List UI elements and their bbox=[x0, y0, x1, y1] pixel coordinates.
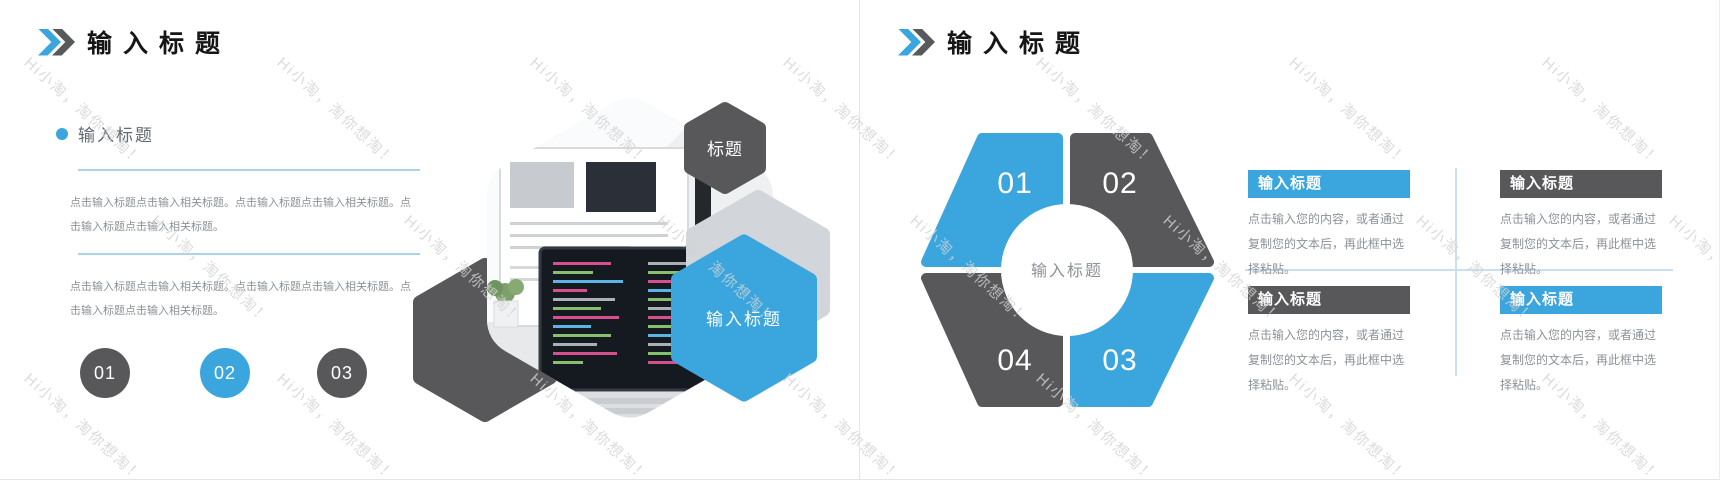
title-hexagon-shape[interactable] bbox=[684, 102, 766, 194]
step-label: 02 bbox=[213, 362, 237, 383]
blue-hexagon-shape[interactable] bbox=[671, 234, 817, 402]
card-body: 点击输入您的内容，或者通过复制您的文本后，再此框中选择粘贴。 bbox=[1500, 328, 1657, 392]
section-paragraph[interactable]: 点击输入标题点击输入相关标题。点击输入标题点击输入相关标题。点击输入标题点击输入… bbox=[70, 197, 411, 233]
slide-2[interactable]: 输入标题 01 02 04 03 输入标题 输入标题 点击输入您的内容，或者通过… bbox=[860, 0, 1720, 480]
card-divider-horizontal bbox=[1245, 269, 1673, 271]
content-card-1[interactable]: 输入标题 点击输入您的内容，或者通过复制您的文本后，再此框中选择粘贴。 bbox=[1248, 170, 1413, 282]
step-circle-02[interactable]: 02 bbox=[200, 348, 250, 398]
card-heading: 输入标题 bbox=[1500, 170, 1662, 198]
segment-03-number: 03 bbox=[1102, 344, 1137, 377]
slide-1[interactable]: 输入标题 输入标题 点击输入标题点击输入相关标题。点击输入标题点击输入相关标题。… bbox=[0, 0, 860, 480]
diagram-center-label[interactable]: 输入标题 bbox=[1031, 262, 1103, 280]
step-circle-03[interactable]: 03 bbox=[317, 348, 367, 398]
slide1-title-block: 输入标题 bbox=[38, 24, 231, 60]
section-divider bbox=[78, 253, 420, 255]
dot-icon bbox=[56, 128, 68, 140]
card-heading: 输入标题 bbox=[1248, 286, 1410, 314]
hexagon-small-label: 标题 bbox=[707, 140, 743, 159]
content-card-3[interactable]: 输入标题 点击输入您的内容，或者通过复制您的文本后，再此框中选择粘贴。 bbox=[1248, 286, 1413, 398]
slide1-title: 输入标题 bbox=[87, 30, 232, 58]
section-divider bbox=[78, 169, 420, 171]
cycle-diagram: 01 02 04 03 输入标题 bbox=[921, 133, 1214, 407]
content-card-4[interactable]: 输入标题 点击输入您的内容，或者通过复制您的文本后，再此框中选择粘贴。 bbox=[1500, 286, 1665, 398]
section-heading[interactable]: 输入标题 bbox=[78, 126, 154, 145]
content-card-2[interactable]: 输入标题 点击输入您的内容，或者通过复制您的文本后，再此框中选择粘贴。 bbox=[1500, 170, 1665, 282]
hexagon-photo-cluster: 标题 输入标题 bbox=[413, 98, 830, 422]
card-body: 点击输入您的内容，或者通过复制您的文本后，再此框中选择粘贴。 bbox=[1500, 212, 1657, 276]
segment-01-number: 01 bbox=[997, 167, 1032, 200]
segment-02-number: 02 bbox=[1102, 167, 1137, 200]
slide2-title: 输入标题 bbox=[947, 30, 1092, 58]
slide2-title-block: 输入标题 bbox=[898, 24, 1091, 60]
hexagon-blue-label: 输入标题 bbox=[706, 310, 782, 329]
step-label: 01 bbox=[93, 362, 117, 383]
card-heading: 输入标题 bbox=[1500, 286, 1662, 314]
card-divider-vertical bbox=[1455, 168, 1457, 376]
step-circle-01[interactable]: 01 bbox=[80, 348, 130, 398]
card-heading: 输入标题 bbox=[1248, 170, 1410, 198]
card-body: 点击输入您的内容，或者通过复制您的文本后，再此框中选择粘贴。 bbox=[1248, 328, 1405, 392]
segment-04-number: 04 bbox=[997, 344, 1032, 377]
section-paragraph[interactable]: 点击输入标题点击输入相关标题。点击输入标题点击输入相关标题。点击输入标题点击输入… bbox=[70, 281, 411, 317]
card-body: 点击输入您的内容，或者通过复制您的文本后，再此框中选择粘贴。 bbox=[1248, 212, 1405, 276]
step-label: 03 bbox=[330, 362, 354, 383]
diagram-center-circle bbox=[1001, 204, 1133, 336]
